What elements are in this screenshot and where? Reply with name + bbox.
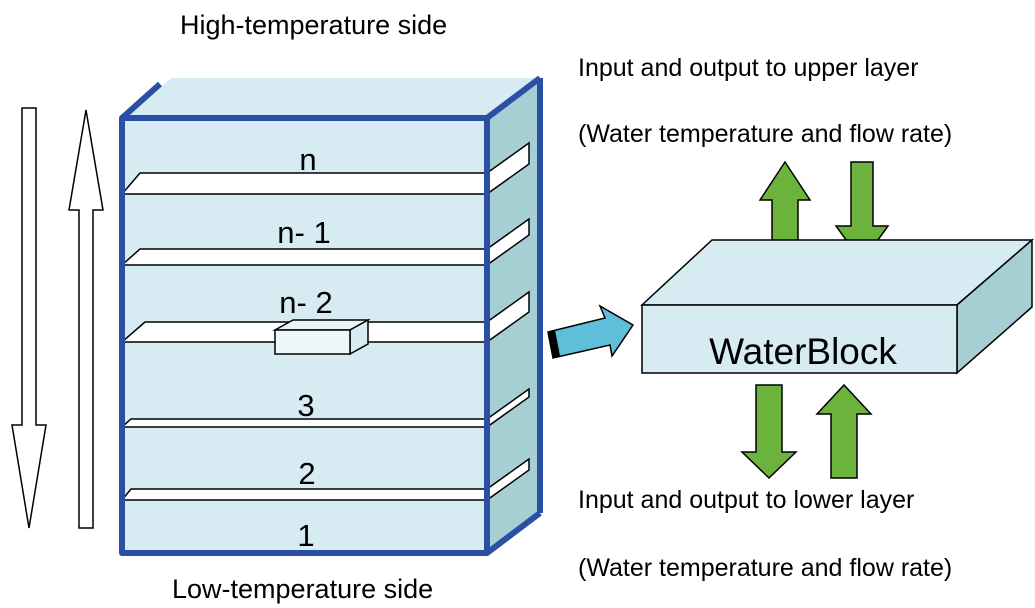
up-arrow-icon <box>68 109 104 529</box>
up-arrow-lower-icon <box>815 383 873 479</box>
stack-top-face <box>122 78 540 118</box>
side-gaps <box>486 141 530 502</box>
layer-stack: n n- 1 n- 2 3 2 1 <box>119 75 543 556</box>
layer-label-n-2: n- 2 <box>279 285 332 320</box>
stack-frame <box>119 75 543 556</box>
upper-io-detail-label: (Water temperature and flow rate) <box>578 120 952 148</box>
layer-label-n: n <box>299 142 316 177</box>
upper-io-label: Input and output to upper layer <box>578 54 919 82</box>
layer-label-2: 2 <box>298 456 315 491</box>
water-block-label: WaterBlock <box>709 331 897 372</box>
zoom-arrow-icon <box>547 304 635 359</box>
down-arrow-lower-icon <box>740 384 798 480</box>
water-block-front-face <box>641 304 958 374</box>
down-arrow-icon <box>11 107 47 529</box>
low-temperature-label: Low-temperature side <box>172 574 433 604</box>
high-temperature-label: High-temperature side <box>180 10 447 40</box>
small-water-block-icon <box>272 318 371 356</box>
lower-io-label: Input and output to lower layer <box>578 486 914 514</box>
layer-label-1: 1 <box>297 518 314 553</box>
layer-label-n-1: n- 1 <box>277 215 330 250</box>
layer-label-3: 3 <box>297 388 314 423</box>
lower-io-detail-label: (Water temperature and flow rate) <box>578 554 952 582</box>
water-block: WaterBlock <box>640 238 1035 375</box>
